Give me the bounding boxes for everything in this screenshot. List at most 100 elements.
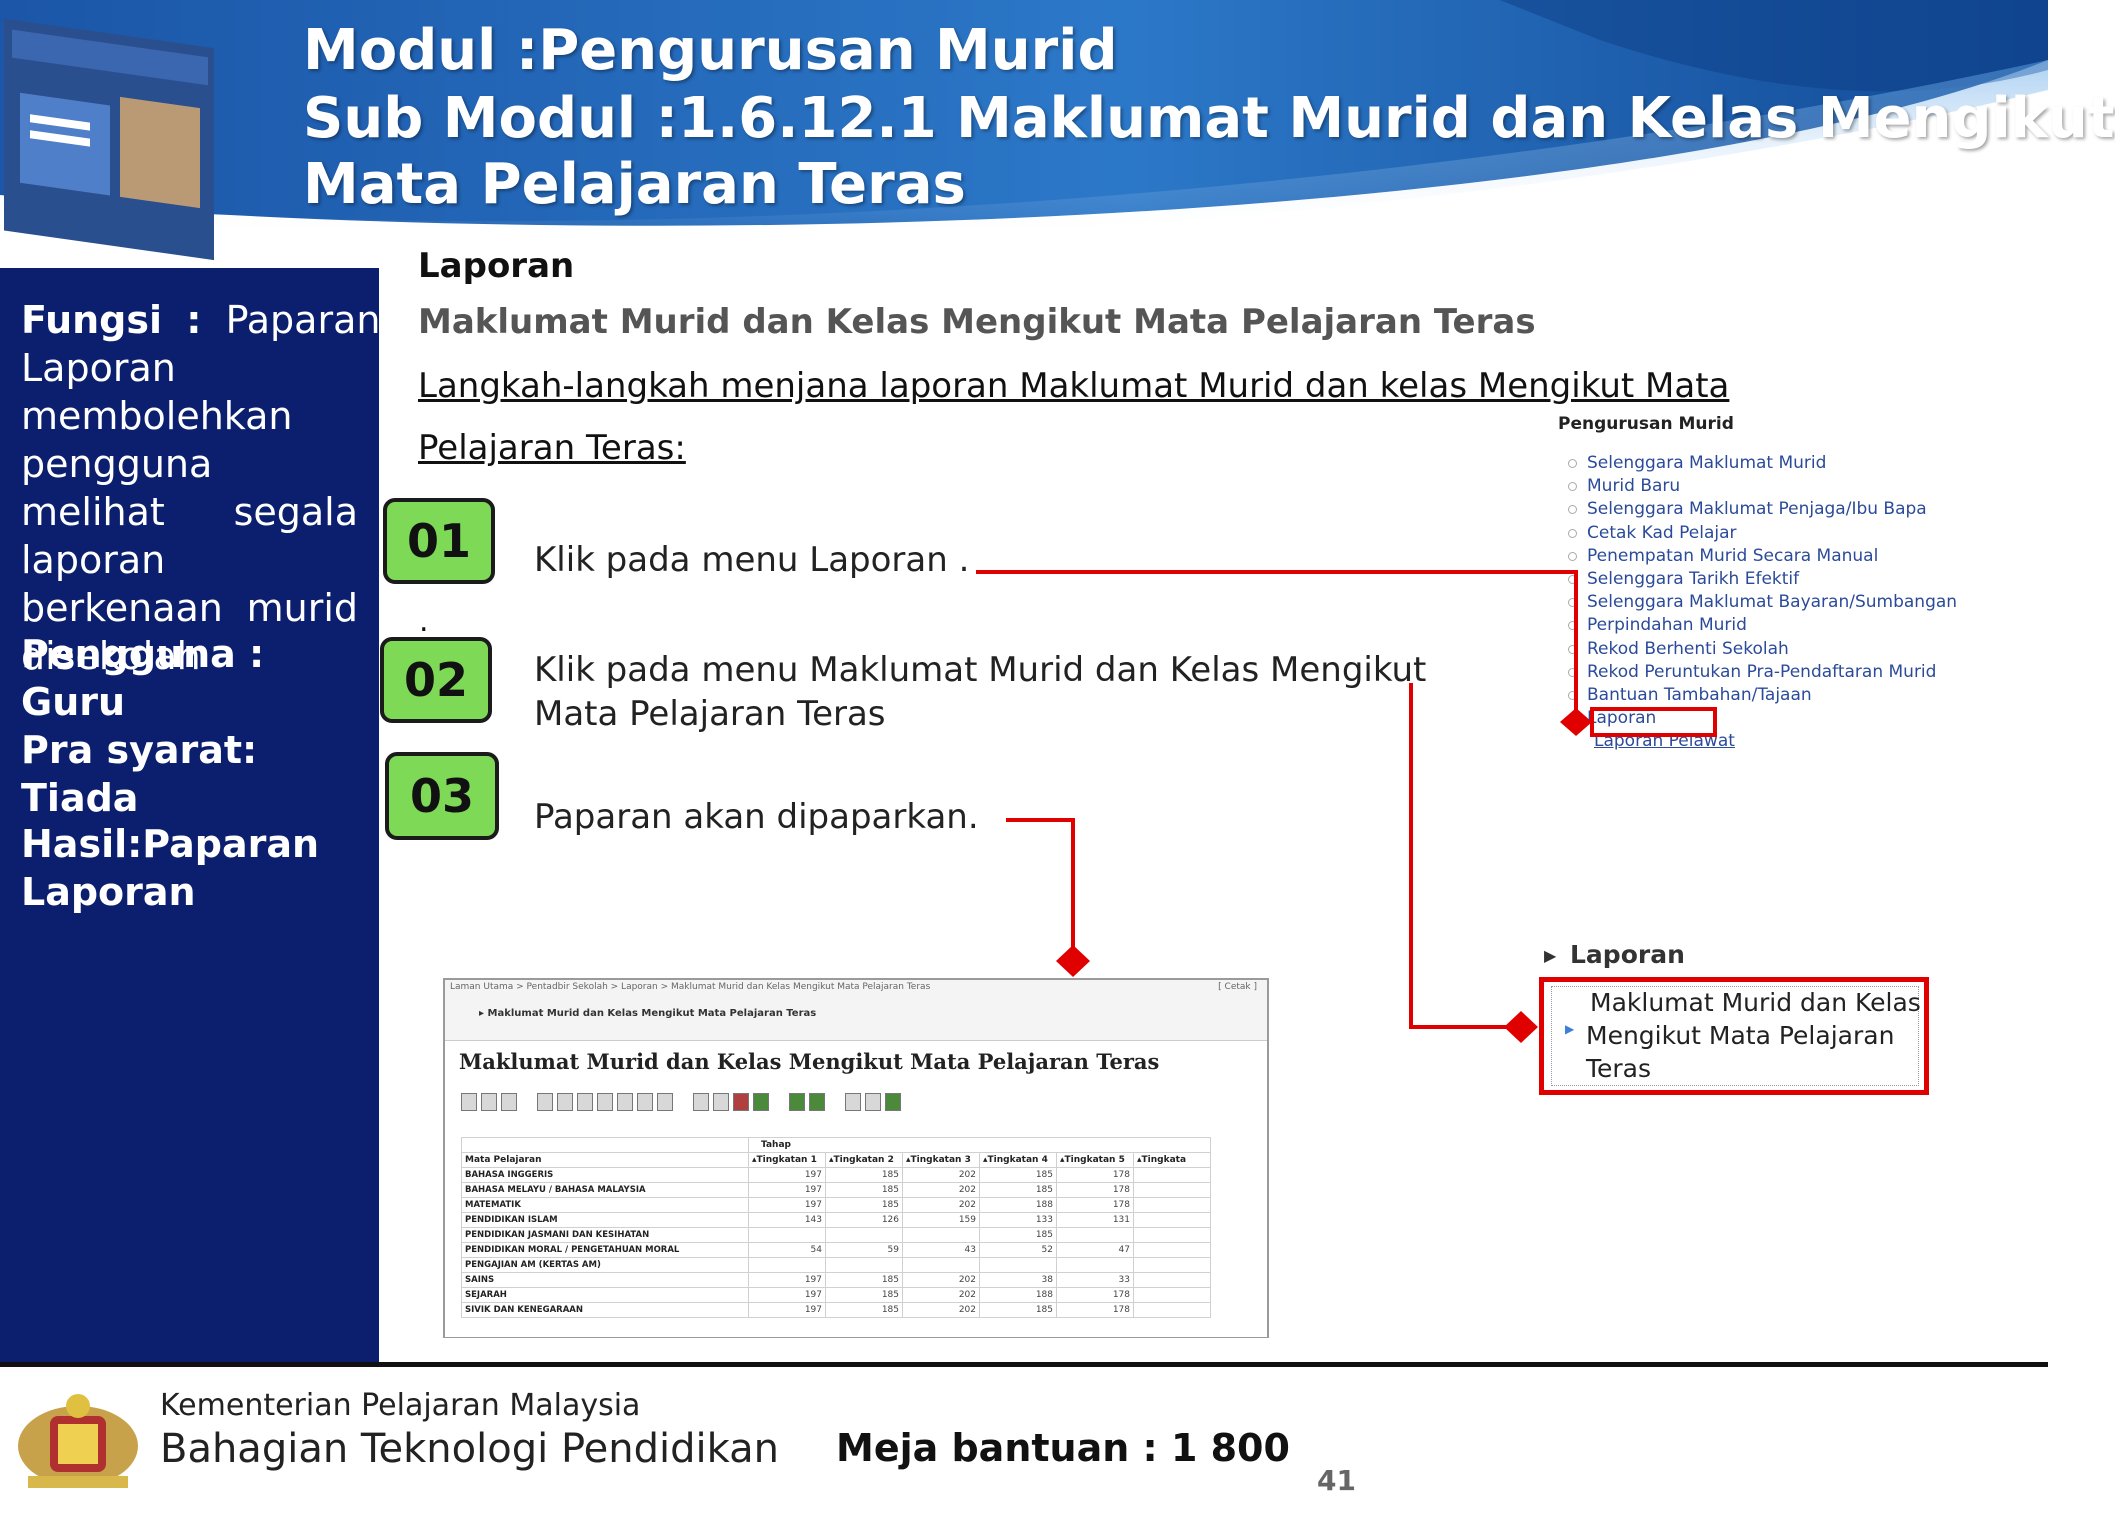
- page-number: 41: [1317, 1464, 1356, 1497]
- table-cell-subject: MATEMATIK: [461, 1197, 749, 1213]
- menu-item[interactable]: Cetak Kad Pelajar: [1568, 522, 1957, 545]
- table-cell-value: [902, 1227, 980, 1243]
- toolbar-icon[interactable]: [557, 1093, 573, 1111]
- table-cell-value: 126: [825, 1212, 903, 1228]
- print-link[interactable]: [ Cetak ]: [1218, 982, 1257, 992]
- table-cell-value: 197: [748, 1302, 826, 1318]
- toolbar-icon[interactable]: [537, 1093, 553, 1111]
- table-header-column[interactable]: ▴Tingkatan 2: [825, 1152, 903, 1168]
- table-cell-value: 185: [979, 1167, 1057, 1183]
- section-subtitle: Maklumat Murid dan Kelas Mengikut Mata P…: [418, 302, 1536, 342]
- menu-item[interactable]: Murid Baru: [1568, 475, 1957, 498]
- toolbar-icon[interactable]: [617, 1093, 633, 1111]
- table-cell-value: 178: [1056, 1302, 1134, 1318]
- radio-icon: [1568, 690, 1577, 700]
- chart-icon[interactable]: [789, 1093, 805, 1111]
- table-cell-value: 185: [825, 1167, 903, 1183]
- table-cell-value: 33: [1056, 1272, 1134, 1288]
- coat-of-arms-logo: [18, 1394, 138, 1488]
- toolbar-icon[interactable]: [693, 1093, 709, 1111]
- table-cell-subject: PENGAJIAN AM (KERTAS AM): [461, 1257, 749, 1273]
- menu-item[interactable]: Selenggara Maklumat Bayaran/Sumbangan: [1568, 591, 1957, 614]
- table-cell-value: [979, 1257, 1057, 1273]
- step-2-line1: Klik pada menu Maklumat Murid dan Kelas …: [534, 650, 1427, 690]
- table-cell-value: 202: [902, 1272, 980, 1288]
- table-cell-value: [825, 1227, 903, 1243]
- print-icon[interactable]: [865, 1093, 881, 1111]
- table-cell-subject: SAINS: [461, 1272, 749, 1288]
- table-cell-value: 202: [902, 1182, 980, 1198]
- toolbar-icon[interactable]: [733, 1093, 749, 1111]
- toolbar-icon[interactable]: [461, 1093, 477, 1111]
- table-cell-value: [825, 1257, 903, 1273]
- radio-icon: [1568, 551, 1577, 561]
- table-cell-value: [902, 1257, 980, 1273]
- submenu-item-line2: Mengikut Mata Pelajaran: [1586, 1021, 1895, 1050]
- step-separator-dot: .: [419, 604, 429, 639]
- table-cell-subject: BAHASA MELAYU / BAHASA MALAYSIA: [461, 1182, 749, 1198]
- table-cell-value: 185: [825, 1272, 903, 1288]
- table-header-column[interactable]: ▴Tingkatan 1: [748, 1152, 826, 1168]
- menu-item-label: Cetak Kad Pelajar: [1587, 522, 1737, 543]
- table-cell-value: 143: [748, 1212, 826, 1228]
- menu-item[interactable]: Bantuan Tambahan/Tajaan: [1568, 684, 1957, 707]
- table-cell-value: [1133, 1302, 1211, 1318]
- menu-item[interactable]: Selenggara Maklumat Penjaga/Ibu Bapa: [1568, 498, 1957, 521]
- menu-list: Selenggara Maklumat Murid Murid Baru Sel…: [1568, 452, 1957, 753]
- toolbar-icon[interactable]: [577, 1093, 593, 1111]
- report-tab-label: Maklumat Murid dan Kelas Mengikut Mata P…: [487, 1008, 817, 1019]
- hasil-line2: Laporan: [21, 870, 196, 914]
- toolbar-icon[interactable]: [597, 1093, 613, 1111]
- toolbar-icon[interactable]: [501, 1093, 517, 1111]
- step-1-badge: 01: [383, 498, 495, 584]
- table-cell-value: 185: [979, 1302, 1057, 1318]
- menu-item-label: Rekod Peruntukan Pra-Pendaftaran Murid: [1587, 661, 1937, 682]
- table-header-column[interactable]: ▴Tingkatan 5: [1056, 1152, 1134, 1168]
- menu-item[interactable]: Perpindahan Murid: [1568, 614, 1957, 637]
- table-cell-value: 185: [825, 1287, 903, 1303]
- table-cell-value: 133: [979, 1212, 1057, 1228]
- menu-item[interactable]: Selenggara Maklumat Murid: [1568, 452, 1957, 475]
- report-tab[interactable]: ▸ Maklumat Murid dan Kelas Mengikut Mata…: [479, 1008, 817, 1019]
- menu-item[interactable]: Rekod Berhenti Sekolah: [1568, 638, 1957, 661]
- table-cell-value: 178: [1056, 1287, 1134, 1303]
- table-cell-value: 131: [1056, 1212, 1134, 1228]
- table-header-subject[interactable]: Mata Pelajaran: [461, 1152, 749, 1168]
- report-title: Maklumat Murid dan Kelas Mengikut Mata P…: [459, 1049, 1160, 1074]
- table-cell-subject: PENDIDIKAN ISLAM: [461, 1212, 749, 1228]
- radio-icon: [1568, 575, 1577, 585]
- step-3-line1: Paparan akan dipaparkan.: [534, 797, 979, 837]
- toolbar-icon[interactable]: [753, 1093, 769, 1111]
- table-cell-value: [1133, 1197, 1211, 1213]
- table-header-column[interactable]: ▴Tingkatan 3: [902, 1152, 980, 1168]
- caret-right-icon: ▶: [1544, 946, 1557, 965]
- table-cell-value: 159: [902, 1212, 980, 1228]
- table-cell-value: 43: [902, 1242, 980, 1258]
- table-cell-value: [1133, 1287, 1211, 1303]
- excel-icon[interactable]: [885, 1093, 901, 1111]
- toolbar-icon[interactable]: [481, 1093, 497, 1111]
- steps-heading: Langkah-langkah menjana laporan Maklumat…: [418, 366, 1730, 406]
- table-header-column[interactable]: ▴Tingkata: [1133, 1152, 1211, 1168]
- pra-syarat-label: Pra syarat: Tiada: [21, 728, 258, 820]
- table-cell-value: [1133, 1257, 1211, 1273]
- menu-item[interactable]: Penempatan Murid Secara Manual: [1568, 545, 1957, 568]
- chart-icon[interactable]: [809, 1093, 825, 1111]
- submenu-item-maklumat-murid[interactable]: Maklumat Murid dan Kelas Mengikut Mata P…: [1586, 986, 1921, 1085]
- toolbar-icon[interactable]: [637, 1093, 653, 1111]
- print-icon[interactable]: [845, 1093, 861, 1111]
- toolbar-icon[interactable]: [713, 1093, 729, 1111]
- menu-item[interactable]: Selenggara Tarikh Efektif: [1568, 568, 1957, 591]
- submenu-title: Laporan: [1570, 940, 1685, 969]
- menu-item[interactable]: Rekod Peruntukan Pra-Pendaftaran Murid: [1568, 661, 1957, 684]
- table-header-column[interactable]: ▴Tingkatan 4: [979, 1152, 1057, 1168]
- report-panel: Maklumat Murid dan Kelas Mengikut Mata P…: [445, 1040, 1267, 1337]
- submenu-item-line3: Teras: [1586, 1054, 1652, 1083]
- table-cell-value: [1056, 1227, 1134, 1243]
- toolbar-icon[interactable]: [657, 1093, 673, 1111]
- table-cell-subject: PENDIDIKAN JASMANI DAN KESIHATAN: [461, 1227, 749, 1243]
